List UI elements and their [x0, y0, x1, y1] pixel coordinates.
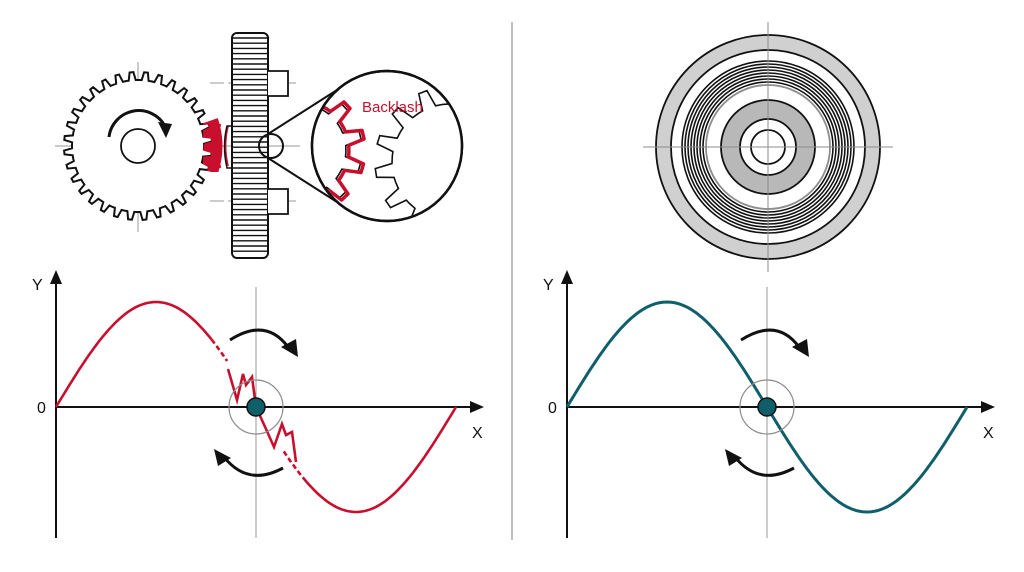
rack-boss-bottom: [268, 188, 289, 215]
backlash-jitter-lower: [254, 406, 298, 463]
x-axis-arrowhead-icon: [981, 401, 995, 413]
x-axis-label: X: [983, 425, 994, 442]
concentric-bearing: [643, 22, 893, 272]
pivot-ring: [228, 379, 284, 435]
backlash-label: Backlash: [362, 99, 423, 116]
counterclockwise-arrow-icon: [222, 456, 284, 477]
gear-hub: [120, 128, 156, 164]
counterclockwise-arrowhead-icon: [214, 449, 231, 466]
clockwise-arrow-icon: [107, 109, 167, 138]
rack-body: [231, 32, 269, 259]
magnify-tangent-top: [267, 89, 338, 135]
clockwise-arrowhead-icon: [281, 339, 298, 357]
rack-bracket: [223, 125, 233, 169]
series-line-dashed-2: [282, 450, 303, 477]
y-axis-label: Y: [543, 277, 554, 294]
series-line-segment-2: [301, 406, 458, 514]
pivot-point: [757, 397, 777, 417]
magnified-backlash-gap: [319, 100, 366, 202]
magnify-source-circle: [258, 133, 284, 159]
y-axis-arrowhead-icon: [50, 270, 62, 284]
backlash-jitter-upper: [226, 368, 258, 408]
rack-boss-top: [268, 70, 289, 97]
pivot-ring: [739, 379, 795, 435]
rack-teeth: [233, 37, 267, 252]
chart-smooth: Y 0X: [543, 270, 995, 538]
origin-label: 0: [548, 400, 557, 417]
spur-gear: [63, 71, 213, 221]
magnifier-lens: [310, 69, 464, 223]
counterclockwise-arrowhead-icon: [725, 449, 742, 466]
gear-assembly: Backlash: [55, 32, 464, 259]
series-line-dashed-1: [210, 338, 229, 362]
chart-backlash: Y 0X: [32, 270, 484, 538]
clockwise-arrow-icon: [740, 328, 801, 348]
magnify-tangent-bottom: [267, 157, 338, 203]
series-line-segment-1: [54, 300, 213, 408]
y-axis-arrowhead-icon: [561, 270, 573, 284]
x-axis-arrowhead-icon: [470, 401, 484, 413]
y-axis-label: Y: [32, 277, 43, 294]
origin-label: 0: [37, 400, 46, 417]
counterclockwise-arrow-icon: [733, 456, 795, 477]
clockwise-arrowhead-icon: [158, 122, 172, 138]
pivot-point: [246, 397, 266, 417]
clockwise-arrow-icon: [229, 328, 290, 348]
clockwise-arrowhead-icon: [792, 339, 809, 357]
backlash-arc-right: [224, 125, 229, 167]
x-axis-label: X: [472, 425, 483, 442]
backlash-arc-left: [215, 123, 222, 169]
magnified-gear-right: [374, 86, 461, 220]
